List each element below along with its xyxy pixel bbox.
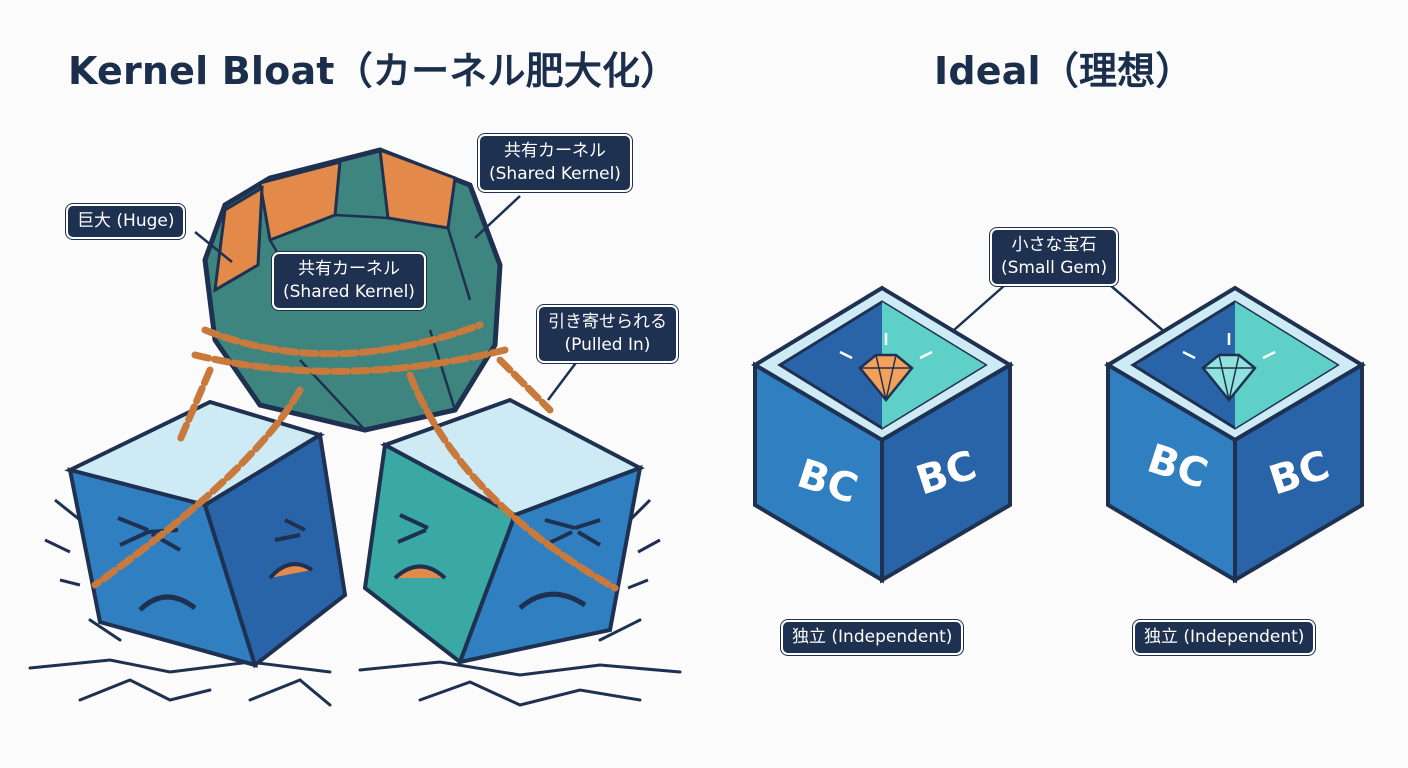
label-pulled-in-jp: 引き寄せられる	[548, 312, 667, 332]
label-shared-kernel-inner-en: (Shared Kernel)	[283, 282, 415, 302]
label-independent-left-text: 独立 (Independent)	[792, 627, 953, 647]
label-huge-text: 巨大 (Huge)	[77, 211, 175, 231]
ground-cracks	[28, 618, 682, 707]
label-pulled-in-en: (Pulled In)	[564, 335, 651, 355]
label-huge: 巨大 (Huge)	[66, 204, 186, 239]
label-small-gem: 小さな宝石 (Small Gem)	[990, 228, 1119, 286]
label-independent-right: 独立 (Independent)	[1133, 620, 1316, 655]
gem-icon-right	[1182, 333, 1276, 402]
gem-icon-left	[839, 333, 933, 402]
label-independent-left: 独立 (Independent)	[781, 620, 964, 655]
ideal-cube-left: BC BC	[751, 285, 1014, 584]
label-small-gem-jp: 小さな宝石	[1011, 235, 1097, 255]
label-shared-kernel-outer: 共有カーネル (Shared Kernel)	[478, 134, 632, 192]
title-ideal: Ideal（理想）	[934, 49, 1194, 93]
title-kernel-bloat: Kernel Bloat（カーネル肥大化）	[68, 49, 679, 93]
label-shared-kernel-inner-jp: 共有カーネル	[297, 259, 400, 279]
crushed-cube-right	[362, 397, 661, 666]
pointer-lines-left	[194, 195, 579, 401]
ideal-cube-right: BC BC	[1104, 285, 1366, 584]
label-shared-kernel-outer-jp: 共有カーネル	[503, 141, 606, 161]
label-shared-kernel-outer-en: (Shared Kernel)	[489, 164, 621, 184]
label-shared-kernel-inner: 共有カーネル (Shared Kernel)	[272, 252, 426, 310]
chains	[91, 321, 619, 592]
label-pulled-in: 引き寄せられる (Pulled In)	[537, 305, 678, 363]
label-small-gem-en: (Small Gem)	[1001, 258, 1108, 278]
crushed-cube-left	[44, 399, 348, 669]
label-independent-right-text: 独立 (Independent)	[1144, 627, 1305, 647]
